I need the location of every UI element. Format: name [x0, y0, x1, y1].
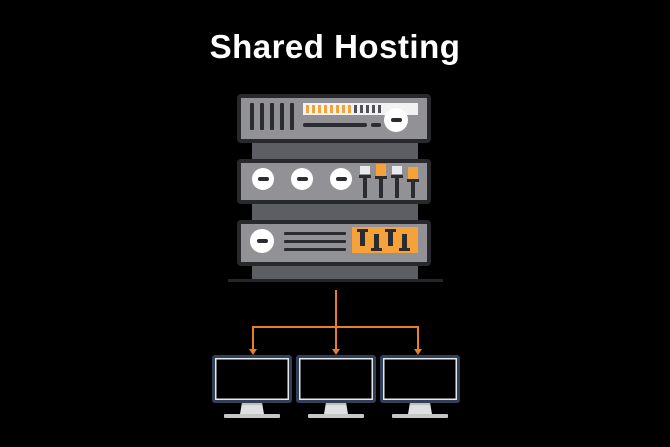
connection-bar — [252, 326, 419, 328]
minus-icon — [390, 118, 402, 122]
detail-dash — [371, 123, 381, 127]
port-pin — [385, 229, 396, 246]
arrow-down-icon — [414, 328, 422, 355]
vent-grille-icon — [250, 103, 294, 130]
vent-bar — [290, 103, 294, 130]
vent-bar — [250, 103, 254, 130]
diagram-title: Shared Hosting — [209, 28, 461, 65]
client-monitors — [212, 355, 460, 419]
server-unit-bottom — [237, 220, 431, 266]
slider-cap — [376, 164, 386, 176]
server-rack — [237, 94, 431, 279]
detail-line — [284, 232, 346, 235]
monitor-stand-base — [224, 414, 280, 418]
port-pin — [371, 234, 382, 251]
meter-tick — [366, 105, 369, 113]
meter-tick — [378, 105, 381, 113]
monitor-stand-neck — [324, 403, 348, 414]
ground-line — [228, 279, 443, 282]
meter-tick — [306, 105, 309, 113]
meter-ticks-orange — [306, 105, 351, 113]
vent-bar — [270, 103, 274, 130]
slider-bank-icon — [359, 164, 419, 198]
slider-stem — [395, 175, 399, 198]
detail-line — [284, 240, 346, 243]
power-knob-icon — [250, 229, 274, 253]
monitor-screen — [212, 355, 292, 403]
meter-tick — [360, 105, 363, 113]
port-panel-icon — [352, 227, 418, 253]
slider-stem — [379, 176, 383, 198]
minus-icon — [257, 177, 269, 181]
slider-stem — [411, 179, 415, 198]
meter-tick — [318, 105, 321, 113]
detail-lines — [284, 232, 346, 251]
monitor-stand-neck — [240, 403, 264, 414]
rack-base — [252, 266, 418, 279]
client-monitor-icon — [212, 355, 292, 419]
slider-icon — [359, 164, 371, 198]
detail-line — [303, 123, 367, 127]
port-pin — [357, 229, 368, 246]
slider-icon — [407, 164, 419, 198]
minus-icon — [256, 239, 268, 243]
connection-lines — [249, 290, 422, 356]
minus-icon — [296, 177, 308, 181]
monitor-stand-base — [392, 414, 448, 418]
monitor-screen — [296, 355, 376, 403]
meter-tick — [312, 105, 315, 113]
knob-row — [252, 168, 352, 190]
meter-tick — [330, 105, 333, 113]
meter-tick — [324, 105, 327, 113]
slider-icon — [391, 164, 403, 198]
detail-line — [284, 248, 346, 251]
monitor-stand-neck — [408, 403, 432, 414]
arrow-down-icon — [249, 328, 257, 355]
meter-tick — [342, 105, 345, 113]
slider-cap — [408, 167, 418, 179]
power-knob-icon — [384, 108, 408, 132]
slider-stem — [363, 175, 367, 198]
monitor-stand-base — [308, 414, 364, 418]
arrow-group — [249, 328, 422, 355]
port-pin — [399, 234, 410, 251]
meter-ticks-gray — [354, 105, 381, 113]
meter-tick — [354, 105, 357, 113]
power-knob-icon — [252, 168, 274, 190]
client-monitor-icon — [380, 355, 460, 419]
arrow-down-icon — [332, 328, 340, 355]
meter-tick — [372, 105, 375, 113]
monitor-screen — [380, 355, 460, 403]
slider-cap — [392, 166, 402, 174]
server-unit-top — [237, 94, 431, 143]
client-monitor-icon — [296, 355, 376, 419]
meter-tick — [336, 105, 339, 113]
minus-icon — [335, 177, 347, 181]
vent-bar — [280, 103, 284, 130]
rack-connector — [252, 143, 418, 159]
vent-bar — [260, 103, 264, 130]
power-knob-icon — [291, 168, 313, 190]
power-knob-icon — [330, 168, 352, 190]
meter-tick — [348, 105, 351, 113]
connection-stem — [335, 290, 337, 326]
slider-icon — [375, 164, 387, 198]
server-unit-middle — [237, 159, 431, 204]
slider-cap — [360, 166, 370, 174]
rack-connector — [252, 204, 418, 220]
